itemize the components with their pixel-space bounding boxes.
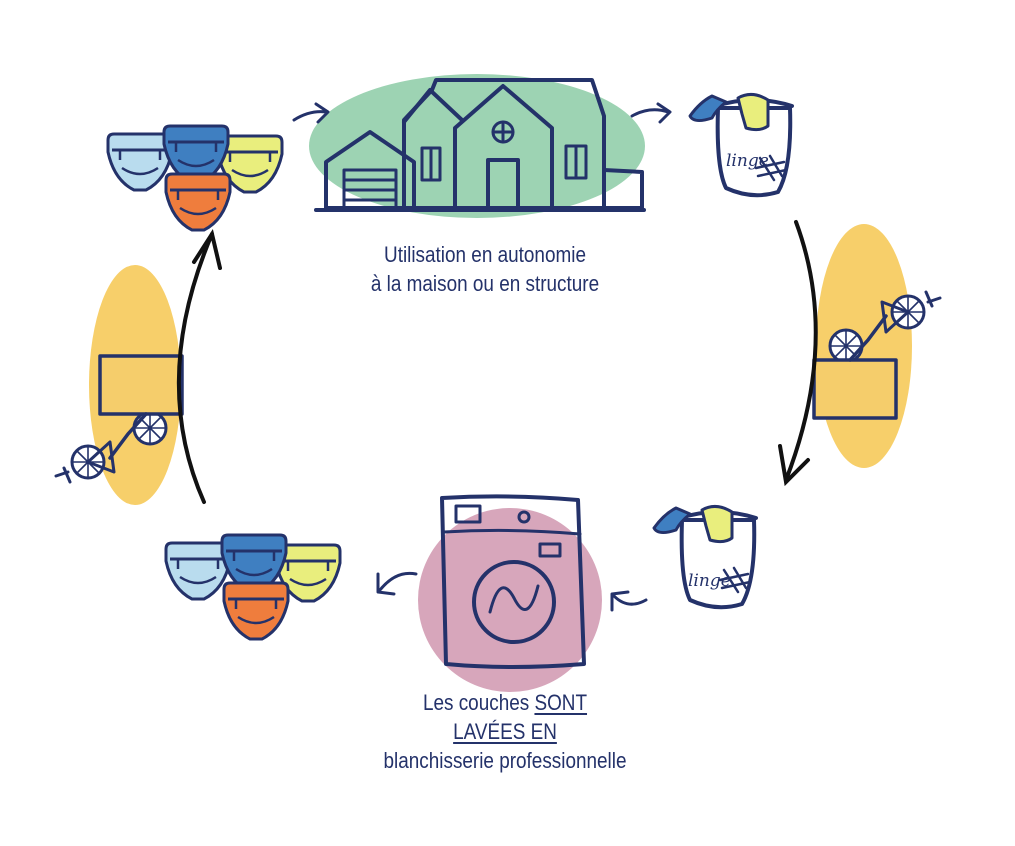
laundry-caption-text: Les couches xyxy=(422,690,535,715)
laundry-caption-emphasis: LAVÉES EN xyxy=(453,719,557,744)
home-caption-line: à la maison ou en structure xyxy=(370,271,600,296)
home-blob xyxy=(309,74,645,218)
laundry-bag-icon: linge xyxy=(688,92,794,198)
laundry-bag-icon: linge xyxy=(652,504,758,610)
svg-text:linge: linge xyxy=(726,151,769,171)
diaper-stack-icon xyxy=(166,535,340,639)
diaper-stack-icon xyxy=(108,126,282,230)
laundry-caption: Les couches SONT LAVÉES EN blanchisserie… xyxy=(329,688,682,775)
laundry-caption-line: blanchisserie professionnelle xyxy=(383,748,627,773)
home-caption-line: Utilisation en autonomie xyxy=(384,242,586,267)
laundry-caption-line: Les couches SONT xyxy=(329,688,682,717)
washer-blob xyxy=(418,508,602,692)
arrow-icon xyxy=(610,590,648,612)
cycle-arrow-icon xyxy=(176,228,222,504)
home-caption: Utilisation en autonomie à la maison ou … xyxy=(330,240,640,298)
washing-machine-icon xyxy=(440,494,586,669)
house-icon xyxy=(314,78,646,212)
laundry-caption-line: LAVÉES EN xyxy=(329,717,682,746)
arrow-icon xyxy=(292,102,330,124)
laundry-caption-emphasis: SONT xyxy=(534,690,588,715)
arrow-icon xyxy=(376,571,418,596)
arrow-icon xyxy=(630,102,672,124)
cycle-arrow-icon xyxy=(778,220,818,487)
svg-text:linge: linge xyxy=(688,571,731,591)
